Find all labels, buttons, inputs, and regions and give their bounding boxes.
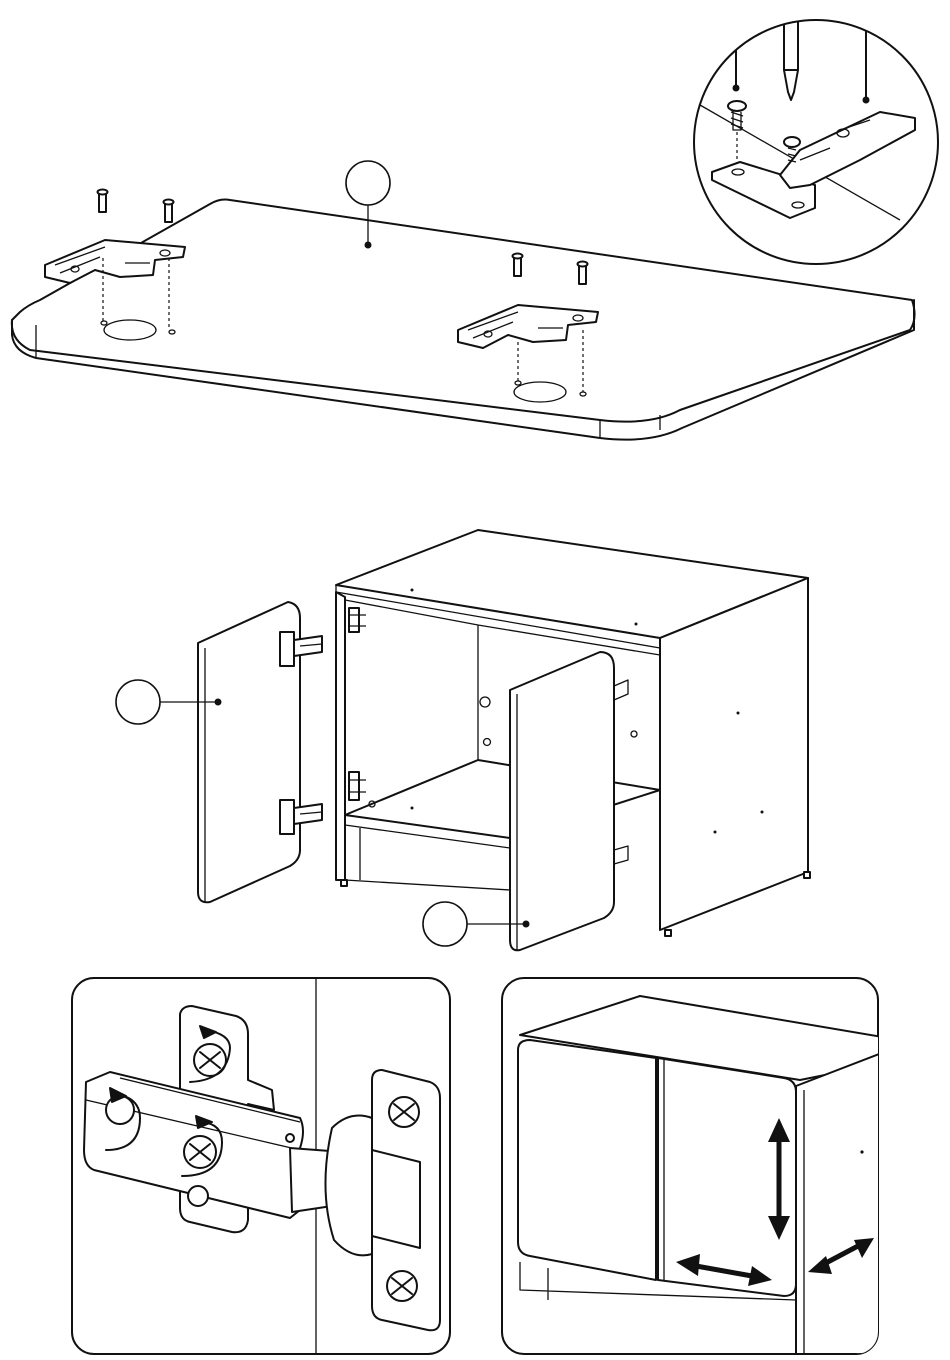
door-screw-bottom <box>387 1271 417 1301</box>
door-screw-top <box>389 1097 419 1127</box>
left-door-callout <box>116 680 160 724</box>
plate-top-left <box>349 608 366 632</box>
detail-circle-screwdriver <box>694 0 938 264</box>
plate-bottom-left <box>349 772 366 800</box>
right-door <box>510 652 614 950</box>
panel-callout <box>346 161 390 205</box>
step4-alignment-panel <box>502 978 900 1354</box>
left-door <box>198 602 322 902</box>
right-door-callout <box>423 902 467 946</box>
step3-hinge-adjust-panel <box>72 978 450 1354</box>
